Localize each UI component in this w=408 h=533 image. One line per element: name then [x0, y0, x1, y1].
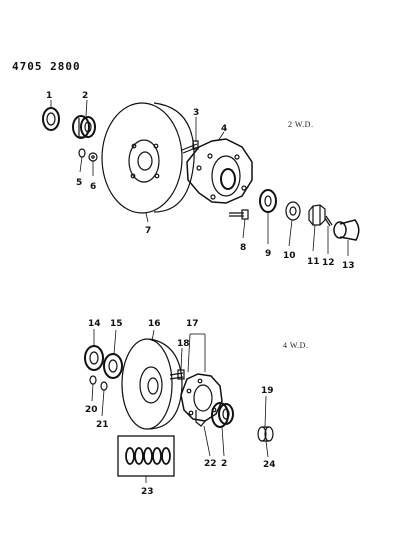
split-pin-part [324, 215, 333, 227]
callout-2: 2 [82, 91, 88, 101]
outer-bearing-4wd-part [103, 353, 123, 379]
catalog-code: 4705 2800 [12, 60, 81, 73]
callout-1: 1 [46, 91, 52, 101]
callout-labels: 1 2 3 4 5 6 7 8 9 10 11 12 13 14 15 16 1… [46, 91, 355, 497]
callout-18: 18 [177, 339, 190, 349]
hub-cap-part [333, 219, 360, 241]
callout-5: 5 [76, 178, 82, 188]
callout-21: 21 [96, 420, 109, 430]
callout-8: 8 [240, 243, 246, 253]
callout-19: 19 [261, 386, 274, 396]
brake-disc-part [101, 102, 195, 214]
outer-bearing-part [72, 115, 96, 139]
callout-2-lower: 2 [221, 459, 227, 469]
inner-bearing-4wd-part [211, 402, 234, 428]
callout-9: 9 [265, 249, 271, 259]
oil-seal-part [42, 107, 60, 131]
callout-14: 14 [88, 319, 101, 329]
inner-bearing-part [259, 189, 277, 213]
callout-13: 13 [342, 261, 355, 271]
callout-12: 12 [322, 258, 335, 268]
callout-6: 6 [90, 182, 96, 192]
wheel-hub-part [186, 138, 253, 204]
callout-22: 22 [204, 459, 217, 469]
callout-3: 3 [193, 108, 199, 118]
seal-ring-kit-box [117, 435, 175, 477]
variant-label-4wd: 4 W.D. [283, 341, 309, 350]
coupling-part [257, 426, 274, 442]
callout-17: 17 [186, 319, 199, 329]
hub-bolt-lower-part [229, 209, 249, 220]
hub-bolt-upper-part [181, 140, 199, 154]
brake-disc-4wd-part [121, 338, 183, 430]
lock-nut-part [308, 204, 326, 226]
callout-16: 16 [148, 319, 161, 329]
variant-label-2wd: 2 W.D. [288, 120, 314, 129]
oil-seal-4wd-part [84, 345, 104, 371]
callout-20: 20 [85, 405, 98, 415]
wheel-hub-4wd-part [180, 373, 223, 427]
callout-15: 15 [110, 319, 123, 329]
callout-11: 11 [307, 257, 320, 267]
callout-10: 10 [283, 251, 296, 261]
washer-part [285, 201, 301, 221]
leader-lines [50, 99, 349, 483]
callout-23: 23 [141, 487, 154, 497]
callout-4: 4 [221, 124, 227, 134]
callout-7: 7 [145, 226, 151, 236]
callout-24: 24 [263, 460, 276, 470]
